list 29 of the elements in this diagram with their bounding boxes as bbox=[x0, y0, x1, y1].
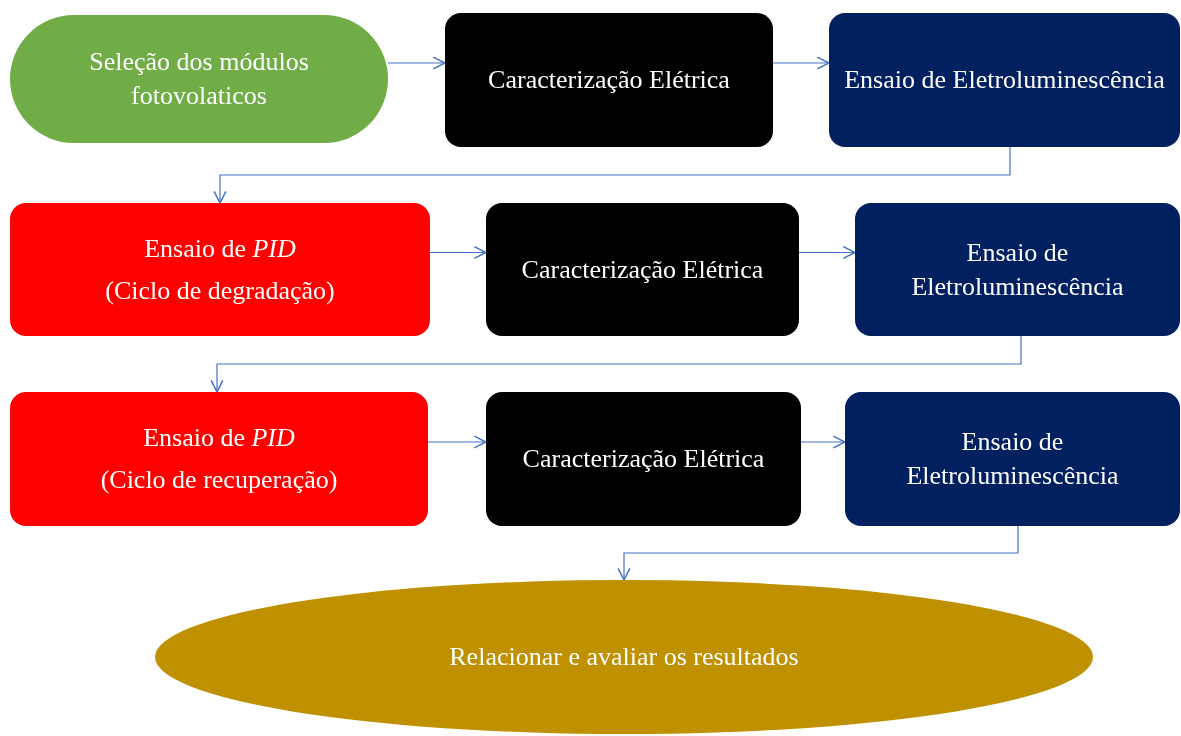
node-label: Ensaio de Eletroluminescência bbox=[844, 64, 1165, 97]
node-label: Seleção dos módulos fotovolaticos bbox=[88, 46, 310, 112]
node-label: Ensaio de Eletroluminescência bbox=[905, 426, 1120, 492]
process-box bbox=[855, 203, 1180, 336]
connector-arrow bbox=[429, 245, 487, 260]
connector-arrow bbox=[427, 435, 487, 449]
connector-arrow bbox=[772, 56, 830, 70]
process-box bbox=[445, 13, 773, 147]
node-label: Caracterização Elétrica bbox=[522, 443, 765, 476]
node-label: Ensaio de Eletroluminescência bbox=[910, 236, 1125, 303]
connector-arrow bbox=[800, 435, 846, 449]
connector-arrow bbox=[213, 146, 1011, 204]
process-box bbox=[10, 203, 430, 336]
process-box bbox=[10, 392, 428, 526]
process-box bbox=[486, 203, 799, 336]
connector-arrow bbox=[798, 245, 856, 260]
node-label: Caracterização Elétrica bbox=[488, 64, 730, 97]
connector-arrow bbox=[617, 525, 1019, 581]
node-label: Caracterização Elétrica bbox=[521, 253, 764, 286]
node-label: Relacionar e avaliar os resultados bbox=[449, 641, 799, 674]
process-box bbox=[845, 392, 1180, 526]
connector-arrow bbox=[210, 335, 1022, 393]
node-label: (Ciclo de degradação) bbox=[105, 274, 335, 307]
process-box bbox=[829, 13, 1180, 147]
node-label: (Ciclo de recuperação) bbox=[100, 464, 338, 496]
node-label: Ensaio de PID bbox=[143, 422, 295, 455]
connector-arrow bbox=[387, 56, 446, 70]
node-label: Ensaio de PID bbox=[144, 232, 296, 265]
process-box bbox=[486, 392, 801, 526]
